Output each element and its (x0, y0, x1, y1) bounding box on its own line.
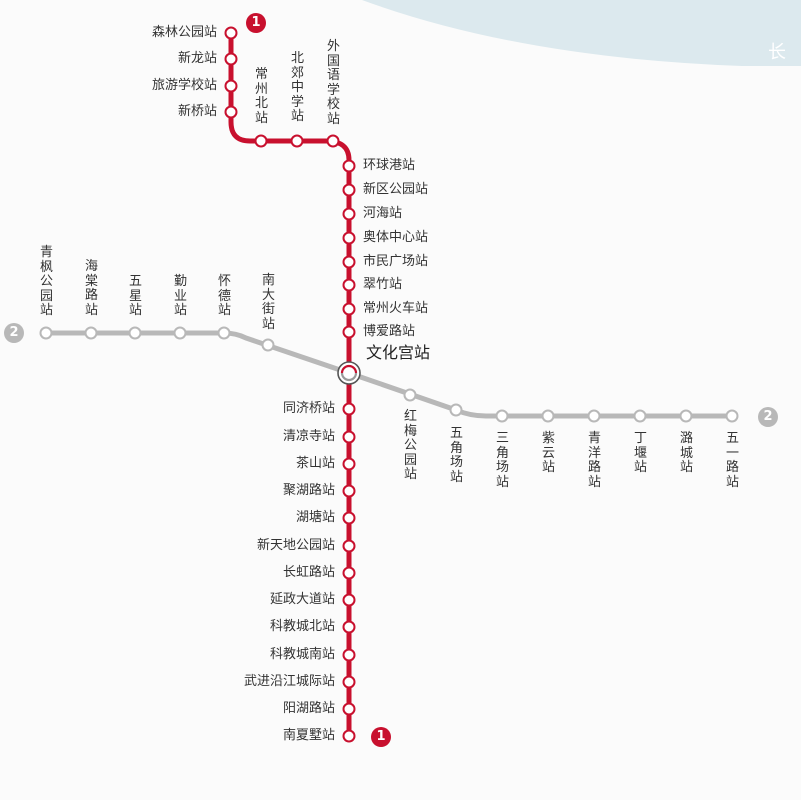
line2-badge-right[interactable]: 2 (758, 407, 778, 427)
station-dot[interactable] (224, 105, 238, 119)
station-label-line2[interactable]: 怀德站 (217, 274, 231, 318)
station-dot[interactable] (342, 511, 356, 525)
station-label-line1[interactable]: 奥体中心站 (363, 230, 429, 245)
station-label-line1[interactable]: 常州火车站 (363, 301, 429, 316)
station-dot[interactable] (224, 26, 238, 40)
station-dot[interactable] (342, 183, 356, 197)
station-dot[interactable] (128, 326, 142, 340)
station-label-line1[interactable]: 新桥站 (177, 104, 217, 119)
station-label-line2[interactable]: 勤业站 (173, 274, 187, 318)
station-dot[interactable] (290, 134, 304, 148)
river-label: 长 (768, 42, 786, 63)
station-label-line1[interactable]: 河海站 (363, 206, 403, 221)
station-label-line2[interactable]: 青洋路站 (587, 431, 601, 490)
station-label-line1[interactable]: 新龙站 (177, 51, 217, 66)
station-dot[interactable] (587, 409, 601, 423)
station-dot[interactable] (342, 231, 356, 245)
station-label-line1[interactable]: 博爱路站 (363, 324, 416, 339)
station-label-line1[interactable]: 新区公园站 (363, 182, 429, 197)
station-label-line2[interactable]: 南大街站 (261, 273, 275, 332)
station-dot[interactable] (342, 593, 356, 607)
station-label-line1[interactable]: 旅游学校站 (151, 78, 217, 93)
station-dot[interactable] (342, 457, 356, 471)
station-label-line1[interactable]: 市民广场站 (363, 254, 429, 269)
transfer-arc-red (340, 364, 358, 374)
station-dot[interactable] (342, 302, 356, 316)
station-dot[interactable] (224, 79, 238, 93)
station-label-line1[interactable]: 森林公园站 (151, 25, 217, 40)
station-label-line1[interactable]: 同济桥站 (282, 401, 335, 416)
station-dot[interactable] (725, 409, 739, 423)
station-dot[interactable] (342, 402, 356, 416)
line2-badge-left[interactable]: 2 (4, 323, 24, 343)
station-dot[interactable] (342, 675, 356, 689)
station-label-line1[interactable]: 阳湖路站 (282, 701, 335, 716)
station-label-line2[interactable]: 紫云站 (541, 431, 555, 475)
station-dot[interactable] (342, 430, 356, 444)
station-label-line1[interactable]: 常州北站 (254, 67, 268, 126)
station-dot[interactable] (342, 566, 356, 580)
station-dot[interactable] (342, 648, 356, 662)
station-dot[interactable] (254, 134, 268, 148)
station-label-line1[interactable]: 长虹路站 (282, 565, 335, 580)
station-dot[interactable] (342, 484, 356, 498)
station-label-line1[interactable]: 环球港站 (363, 158, 416, 173)
station-dot[interactable] (633, 409, 647, 423)
station-label-line1[interactable]: 科教城南站 (269, 647, 335, 662)
station-label-line1[interactable]: 武进沿江城际站 (243, 674, 335, 689)
station-dot[interactable] (261, 338, 275, 352)
station-dot[interactable] (342, 620, 356, 634)
station-label-line1[interactable]: 聚湖路站 (282, 483, 335, 498)
station-label-line1[interactable]: 湖塘站 (295, 510, 335, 525)
station-label-line1[interactable]: 外国语学校站 (326, 39, 340, 127)
line1-badge-top[interactable]: 1 (246, 13, 266, 33)
station-dot[interactable] (679, 409, 693, 423)
station-dot[interactable] (84, 326, 98, 340)
station-dot[interactable] (342, 207, 356, 221)
station-label-line1[interactable]: 南夏墅站 (282, 728, 335, 743)
station-label-line2[interactable]: 丁堰站 (633, 431, 647, 475)
station-dot[interactable] (342, 729, 356, 743)
station-dot[interactable] (495, 409, 509, 423)
station-label-line1[interactable]: 科教城北站 (269, 619, 335, 634)
line1-badge-bottom[interactable]: 1 (371, 727, 391, 747)
station-dot[interactable] (342, 702, 356, 716)
station-label-line1[interactable]: 翠竹站 (363, 277, 403, 292)
station-dot[interactable] (342, 325, 356, 339)
station-label-line2[interactable]: 海棠路站 (84, 259, 98, 318)
station-label-line1[interactable]: 北郊中学站 (290, 51, 304, 124)
station-label-line2[interactable]: 青枫公园站 (39, 245, 53, 318)
station-dot[interactable] (173, 326, 187, 340)
station-dot[interactable] (326, 134, 340, 148)
transfer-station-label[interactable]: 文化宫站 (366, 343, 431, 362)
station-label-line2[interactable]: 五星站 (128, 274, 142, 318)
station-label-line1[interactable]: 延政大道站 (269, 592, 335, 607)
station-dot[interactable] (541, 409, 555, 423)
station-label-line2[interactable]: 红梅公园站 (403, 409, 417, 482)
station-dot[interactable] (39, 326, 53, 340)
station-dot[interactable] (342, 159, 356, 173)
station-label-line1[interactable]: 新天地公园站 (256, 538, 335, 553)
station-label-line1[interactable]: 清凉寺站 (282, 429, 335, 444)
station-dot[interactable] (217, 326, 231, 340)
line1-route (228, 33, 352, 736)
station-dot[interactable] (449, 403, 463, 417)
station-dot[interactable] (342, 255, 356, 269)
station-label-line2[interactable]: 五角场站 (449, 426, 463, 485)
station-label-line2[interactable]: 三角场站 (495, 431, 509, 490)
station-dot[interactable] (342, 278, 356, 292)
transfer-arc-gray (340, 372, 358, 382)
station-dot[interactable] (403, 388, 417, 402)
station-dot[interactable] (342, 539, 356, 553)
station-label-line1[interactable]: 茶山站 (295, 456, 335, 471)
station-dot[interactable] (224, 52, 238, 66)
station-label-line2[interactable]: 潞城站 (679, 431, 693, 475)
station-label-line2[interactable]: 五一路站 (725, 431, 739, 490)
